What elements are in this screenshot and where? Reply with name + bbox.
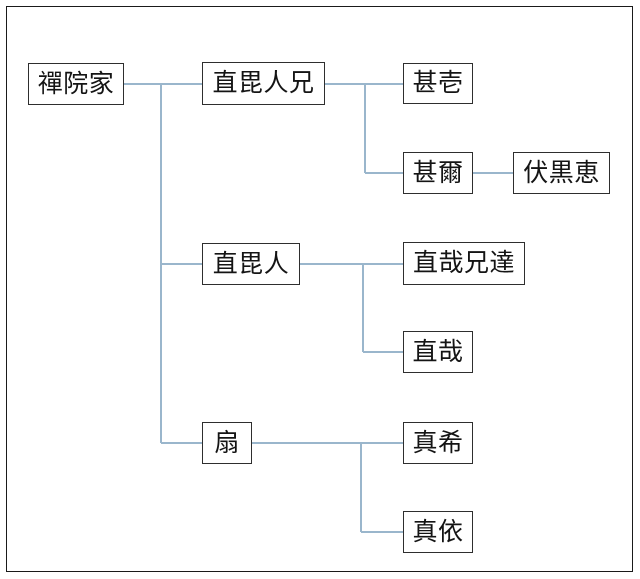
node-label: 直毘人 (212, 248, 290, 278)
node-naobito-ani[interactable]: 直毘人兄 (202, 62, 325, 105)
node-mai[interactable]: 真依 (403, 511, 473, 553)
node-ogi[interactable]: 扇 (202, 422, 252, 464)
node-naoya-ani[interactable]: 直哉兄達 (403, 242, 525, 285)
node-label: 真依 (412, 516, 464, 546)
node-label: 甚壱 (412, 68, 464, 97)
node-naobito[interactable]: 直毘人 (202, 243, 300, 285)
node-label: 伏黒恵 (523, 157, 600, 187)
node-toji[interactable]: 甚爾 (403, 152, 473, 194)
node-label: 甚爾 (412, 157, 464, 187)
diagram-frame-border (6, 6, 633, 572)
node-naoya[interactable]: 直哉 (403, 331, 473, 373)
node-label: 直毘人兄 (212, 68, 315, 97)
node-label: 真希 (412, 427, 464, 457)
node-zenin-ke[interactable]: 禪院家 (28, 63, 124, 105)
node-label: 禪院家 (37, 68, 115, 98)
node-megumi[interactable]: 伏黒恵 (513, 152, 610, 194)
node-label: 扇 (214, 427, 240, 457)
node-jinichi[interactable]: 甚壱 (403, 63, 473, 104)
node-label: 直哉 (412, 336, 464, 366)
node-maki[interactable]: 真希 (403, 422, 473, 464)
node-label: 直哉兄達 (412, 248, 515, 277)
